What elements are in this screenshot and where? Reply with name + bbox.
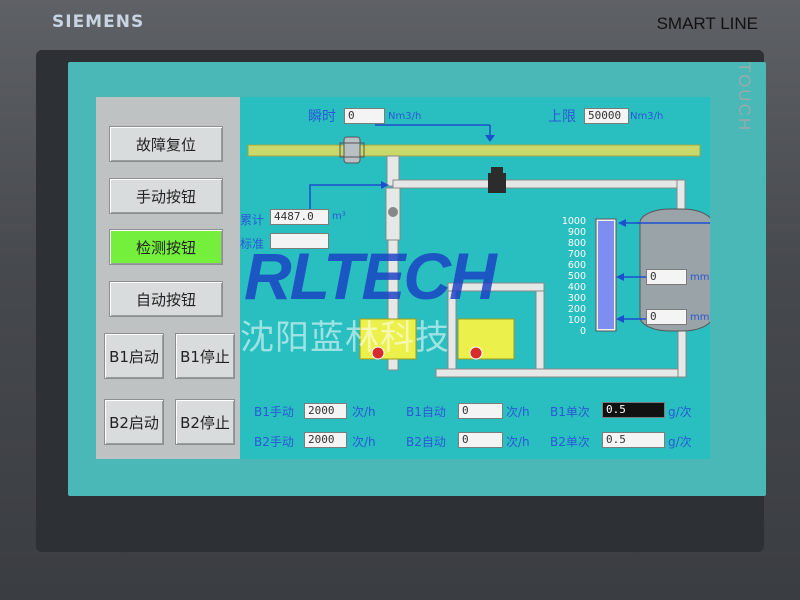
- total-link-arrow: [381, 181, 389, 189]
- control-panel: 故障复位 手动按钮 检测按钮 自动按钮 B1启动 B1停止 B2启动 B2停止: [96, 97, 240, 459]
- pump-b2-indicator: [469, 346, 483, 360]
- tank-outlet: [677, 326, 687, 378]
- fault-reset-button[interactable]: 故障复位: [109, 126, 223, 162]
- b2-auto-label: B2自动: [406, 435, 446, 449]
- b2-single-unit: g/次: [668, 435, 692, 449]
- b2-single-field[interactable]: 0.5: [602, 432, 665, 448]
- scale-100: 100: [567, 315, 586, 326]
- instant-field[interactable]: 0: [344, 108, 385, 124]
- b1-single-label: B1单次: [550, 405, 590, 419]
- b1-start-button[interactable]: B1启动: [104, 333, 164, 379]
- level-bottom-unit: mm: [690, 312, 710, 323]
- level-mid-arrow: [616, 273, 624, 281]
- level-mid-unit: mm: [690, 272, 710, 283]
- total-unit: m³: [332, 211, 346, 222]
- total-label: 累计: [240, 213, 265, 227]
- scale-1000: 1000: [561, 216, 586, 227]
- sensor-head: [388, 207, 398, 217]
- b1-single-unit: g/次: [668, 405, 692, 419]
- pump-b1: [359, 318, 417, 360]
- hmi-screen: 故障复位 手动按钮 检测按钮 自动按钮 B1启动 B1停止 B2启动 B2停止: [96, 97, 710, 459]
- feed-pipe: [392, 179, 684, 189]
- b2-stop-button[interactable]: B2停止: [175, 399, 235, 445]
- scale-700: 700: [567, 249, 586, 260]
- b2-start-button[interactable]: B2启动: [104, 399, 164, 445]
- touch-label: TOUCH: [735, 62, 754, 133]
- pump-b2: [457, 318, 515, 360]
- scale-200: 200: [567, 304, 586, 315]
- instant-label: 瞬时: [308, 109, 336, 125]
- scale-0: 0: [579, 326, 586, 337]
- upper-limit-label: 上限: [548, 109, 576, 125]
- b1-manual-label: B1手动: [254, 405, 294, 419]
- instant-unit: Nm3/h: [388, 111, 422, 122]
- level-bottom-arrow: [616, 315, 624, 323]
- watermark-logo: RLTECH: [244, 239, 497, 313]
- b1-stop-button[interactable]: B1停止: [175, 333, 235, 379]
- b2-manual-unit: 次/h: [352, 435, 376, 449]
- detect-button[interactable]: 检测按钮: [109, 229, 223, 265]
- b2-manual-field[interactable]: 2000: [304, 432, 347, 448]
- watermark-company: 沈阳蓝林科技: [240, 318, 450, 358]
- level-mid-field[interactable]: 0: [646, 269, 687, 285]
- b2-single-label: B2单次: [550, 435, 590, 449]
- brand-logo: SIEMENS: [52, 12, 145, 32]
- pump-manifold: [447, 282, 545, 292]
- scale-500: 500: [567, 271, 586, 282]
- pump2-outlet: [535, 282, 545, 374]
- scale-800: 800: [567, 238, 586, 249]
- pump1-riser: [387, 239, 399, 371]
- process-view: 1000 900 800 700 600 500 400 300 200 100…: [240, 97, 710, 459]
- b1-auto-label: B1自动: [406, 405, 446, 419]
- standard-field[interactable]: [270, 233, 329, 249]
- level-top-arrow: [618, 219, 626, 227]
- upper-limit-field[interactable]: 50000: [584, 108, 629, 124]
- standard-label: 标准: [240, 237, 265, 251]
- model-label: SMART LINE: [656, 14, 758, 33]
- scale-600: 600: [567, 260, 586, 271]
- b2-manual-label: B2手动: [254, 435, 294, 449]
- flow-meter: [343, 136, 361, 164]
- return-pipe: [435, 368, 687, 378]
- pump-b1-indicator: [371, 346, 385, 360]
- auto-button[interactable]: 自动按钮: [109, 281, 223, 317]
- manual-button[interactable]: 手动按钮: [109, 178, 223, 214]
- total-link-line: [309, 184, 384, 210]
- scale-900: 900: [567, 227, 586, 238]
- main-pipe: [247, 144, 701, 157]
- b1-manual-unit: 次/h: [352, 405, 376, 419]
- upper-link-arrow: [485, 135, 495, 142]
- valve-handle: [491, 167, 503, 173]
- level-bar-fill: [598, 221, 614, 329]
- total-field[interactable]: 4487.0: [270, 209, 329, 225]
- b1-auto-field[interactable]: 0: [458, 403, 503, 419]
- b1-manual-field[interactable]: 2000: [304, 403, 347, 419]
- b1-auto-unit: 次/h: [506, 405, 530, 419]
- meter-flange: [339, 142, 365, 158]
- scale-300: 300: [567, 293, 586, 304]
- level-bottom-field[interactable]: 0: [646, 309, 687, 325]
- b2-auto-unit: 次/h: [506, 435, 530, 449]
- upper-limit-unit: Nm3/h: [630, 111, 664, 122]
- b2-auto-field[interactable]: 0: [458, 432, 503, 448]
- b1-single-field[interactable]: 0.5: [602, 402, 665, 418]
- scale-400: 400: [567, 282, 586, 293]
- feed-valve: [488, 173, 506, 193]
